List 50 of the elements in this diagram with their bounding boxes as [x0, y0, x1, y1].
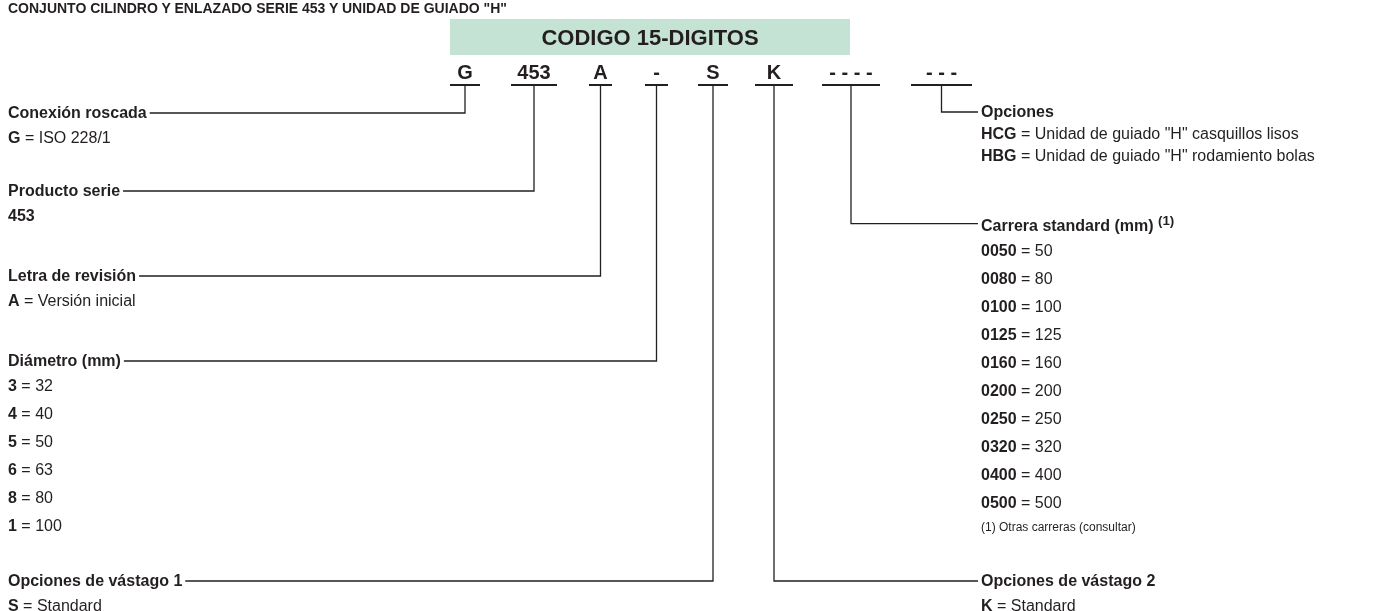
leader-line	[123, 85, 658, 362]
code-segment: - - - -	[822, 60, 880, 86]
section-heading: Opciones de vástago 1	[8, 571, 183, 591]
code-value-line: 1 = 100	[8, 516, 62, 536]
header-band: CODIGO 15-DIGITOS	[450, 19, 850, 55]
code-value-line: 3 = 32	[8, 376, 53, 396]
code-value-line: 0080 = 80	[981, 269, 1053, 290]
section-heading: Diámetro (mm)	[8, 351, 121, 371]
code-value-line: 8 = 80	[8, 488, 53, 508]
code-segment: A	[589, 60, 612, 86]
code-value-line: 0050 = 50	[981, 241, 1053, 262]
code-value-line: HCG = Unidad de guiado "H" casquillos lisos	[981, 124, 1299, 144]
code-value-line: HBG = Unidad de guiado "H" rodamiento bolas	[981, 146, 1315, 166]
code-value-line: 0200 = 200	[981, 381, 1062, 402]
code-value-line: 5 = 50	[8, 432, 53, 452]
code-value-line: 6 = 63	[8, 460, 53, 480]
code-value-line: 0125 = 125	[981, 325, 1062, 346]
leader-line	[850, 85, 979, 225]
code-segment: K	[755, 60, 793, 86]
footnote: (1) Otras carreras (consultar)	[981, 520, 1136, 534]
section-heading: Producto serie	[8, 181, 121, 201]
code-value-line: 453	[8, 206, 35, 226]
code-value-line: 0400 = 400	[981, 465, 1062, 486]
code-value-line: 0250 = 250	[981, 409, 1062, 430]
code-segment: - - -	[911, 60, 972, 86]
code-value-line: K = Standard	[981, 596, 1076, 611]
code-value-line: 0100 = 100	[981, 297, 1062, 318]
leader-line	[138, 85, 602, 277]
leader-line	[122, 85, 535, 192]
code-value-line: 4 = 40	[8, 404, 53, 424]
leader-line	[184, 85, 714, 582]
leader-line	[940, 85, 979, 113]
code-value-line: 0320 = 320	[981, 437, 1062, 458]
section-heading: Opciones de vástago 2	[981, 571, 1156, 591]
code-value-line: A = Versión inicial	[8, 291, 136, 311]
leader-line	[773, 85, 979, 582]
section-heading: Letra de revisión	[8, 266, 137, 286]
code-segment: -	[645, 60, 668, 86]
code-value-line: 0500 = 500	[981, 493, 1062, 514]
section-heading: Opciones	[981, 102, 1054, 122]
section-heading: Carrera standard (mm) $^{(1)}$	[981, 212, 1175, 237]
code-value-line: S = Standard	[8, 596, 102, 611]
code-segment: 453	[511, 60, 557, 86]
code-segment: G	[450, 60, 480, 86]
code-value-line: G = ISO 228/1	[8, 128, 111, 148]
code-segment: S	[698, 60, 728, 86]
section-heading: Conexión roscada	[8, 103, 147, 123]
page-title: CONJUNTO CILINDRO Y ENLAZADO SERIE 453 Y UNIDAD DE GUIADO "H"	[8, 0, 507, 17]
leader-line	[149, 85, 466, 114]
code-value-line: 0160 = 160	[981, 353, 1062, 374]
